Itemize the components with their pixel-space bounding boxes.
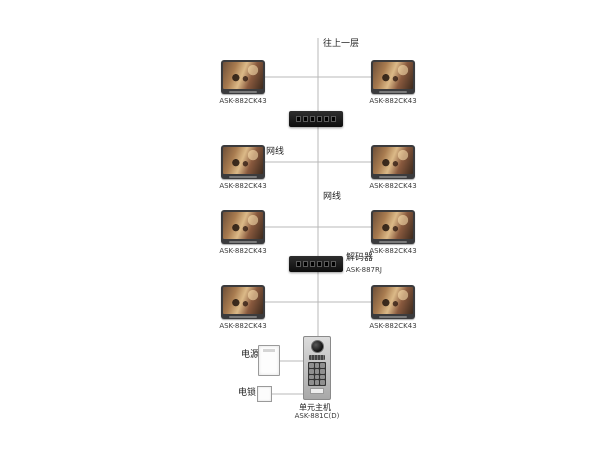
keypad-key (309, 380, 314, 385)
ethernet-port (303, 116, 308, 122)
ethernet-port (317, 261, 322, 267)
monitor-screen (223, 147, 263, 174)
nameplate (310, 388, 324, 394)
decoder-switch (289, 256, 343, 272)
ethernet-port (310, 261, 315, 267)
ethernet-port (317, 116, 322, 122)
monitor-model-label: ASK-882CK43 (369, 182, 417, 190)
electric-lock-box (257, 386, 272, 402)
keypad-key (320, 380, 325, 385)
keypad-key (309, 363, 314, 368)
indoor-monitor-4 (371, 145, 415, 179)
monitor-model-label: ASK-882CK43 (219, 247, 267, 255)
keypad-key (309, 368, 314, 374)
ethernet-port (324, 261, 329, 267)
monitor-screen (223, 62, 263, 89)
ethernet-port (310, 116, 315, 122)
monitor-screen (223, 287, 263, 314)
cable-label-1: 网线 (266, 147, 285, 157)
power-label: 电源 (241, 350, 260, 360)
indoor-monitor-3 (221, 145, 265, 179)
ethernet-port (331, 261, 336, 267)
keypad-key (320, 374, 325, 380)
ethernet-port (296, 116, 301, 122)
ethernet-port (324, 116, 329, 122)
speaker-grille (309, 355, 325, 360)
door-station-unit (303, 336, 331, 400)
indoor-monitor-7 (221, 285, 265, 319)
monitor-model-label: ASK-882CK43 (369, 247, 417, 255)
monitor-screen (373, 147, 413, 174)
indoor-monitor-5 (221, 210, 265, 244)
decoder-model-label: ASK-887RJ (346, 266, 382, 274)
network-switch-1 (289, 111, 343, 127)
monitor-model-label: ASK-882CK43 (369, 322, 417, 330)
keypad-key (314, 368, 320, 374)
ethernet-port (303, 261, 308, 267)
indoor-monitor-2 (371, 60, 415, 94)
monitor-model-label: ASK-882CK43 (219, 97, 267, 105)
keypad-key (309, 374, 314, 380)
lock-label: 电锁 (238, 388, 257, 398)
monitor-screen (373, 287, 413, 314)
monitor-screen (223, 212, 263, 239)
keypad (308, 362, 326, 386)
monitor-screen (373, 62, 413, 89)
indoor-monitor-8 (371, 285, 415, 319)
monitor-model-label: ASK-882CK43 (369, 97, 417, 105)
indoor-monitor-1 (221, 60, 265, 94)
keypad-key (314, 374, 320, 380)
monitor-model-label: ASK-882CK43 (219, 322, 267, 330)
to-upper-floor-label: 往上一层 (323, 39, 360, 49)
monitor-screen (373, 212, 413, 239)
keypad-key (320, 368, 325, 374)
ethernet-port (296, 261, 301, 267)
keypad-key (320, 363, 325, 368)
cable-label-2: 网线 (323, 192, 342, 202)
power-supply-box (258, 345, 280, 376)
keypad-key (314, 363, 320, 368)
decoder-label: 解码器 (346, 253, 374, 263)
door-station-model-label: ASK-881C(D) (294, 412, 340, 420)
monitor-model-label: ASK-882CK43 (219, 182, 267, 190)
door-station-label: 单元主机 (299, 403, 331, 412)
ethernet-port (331, 116, 336, 122)
keypad-key (314, 380, 320, 385)
indoor-monitor-6 (371, 210, 415, 244)
camera-icon (310, 340, 324, 353)
